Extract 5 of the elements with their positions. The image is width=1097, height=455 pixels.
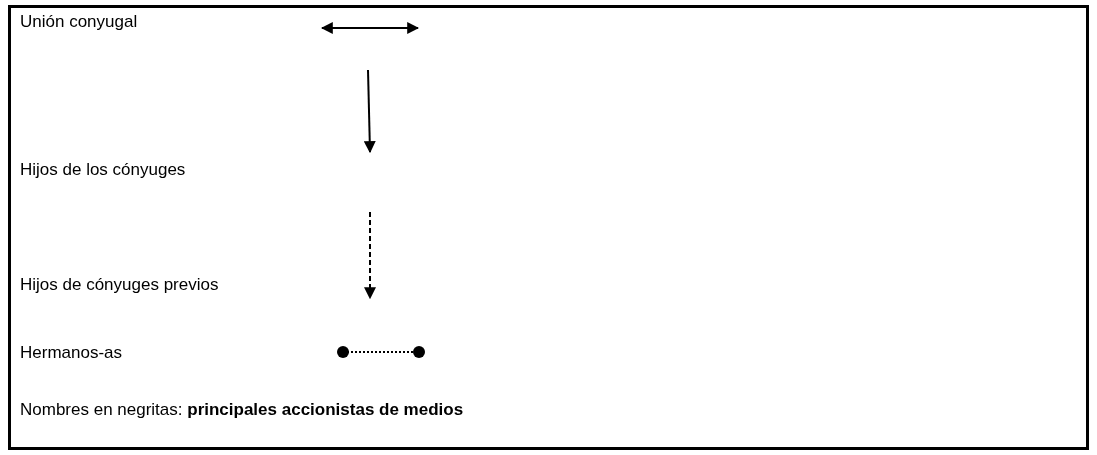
legend-text: Unión conyugal <box>20 12 138 32</box>
legend-text: Hermanos-as <box>20 343 123 363</box>
legend-text: Hijos de cónyuges previos <box>20 275 219 295</box>
legend-text: Hijos de los cónyuges <box>20 160 186 180</box>
note-text: Nombres en negritas: principales accionistas de medios <box>20 400 464 420</box>
